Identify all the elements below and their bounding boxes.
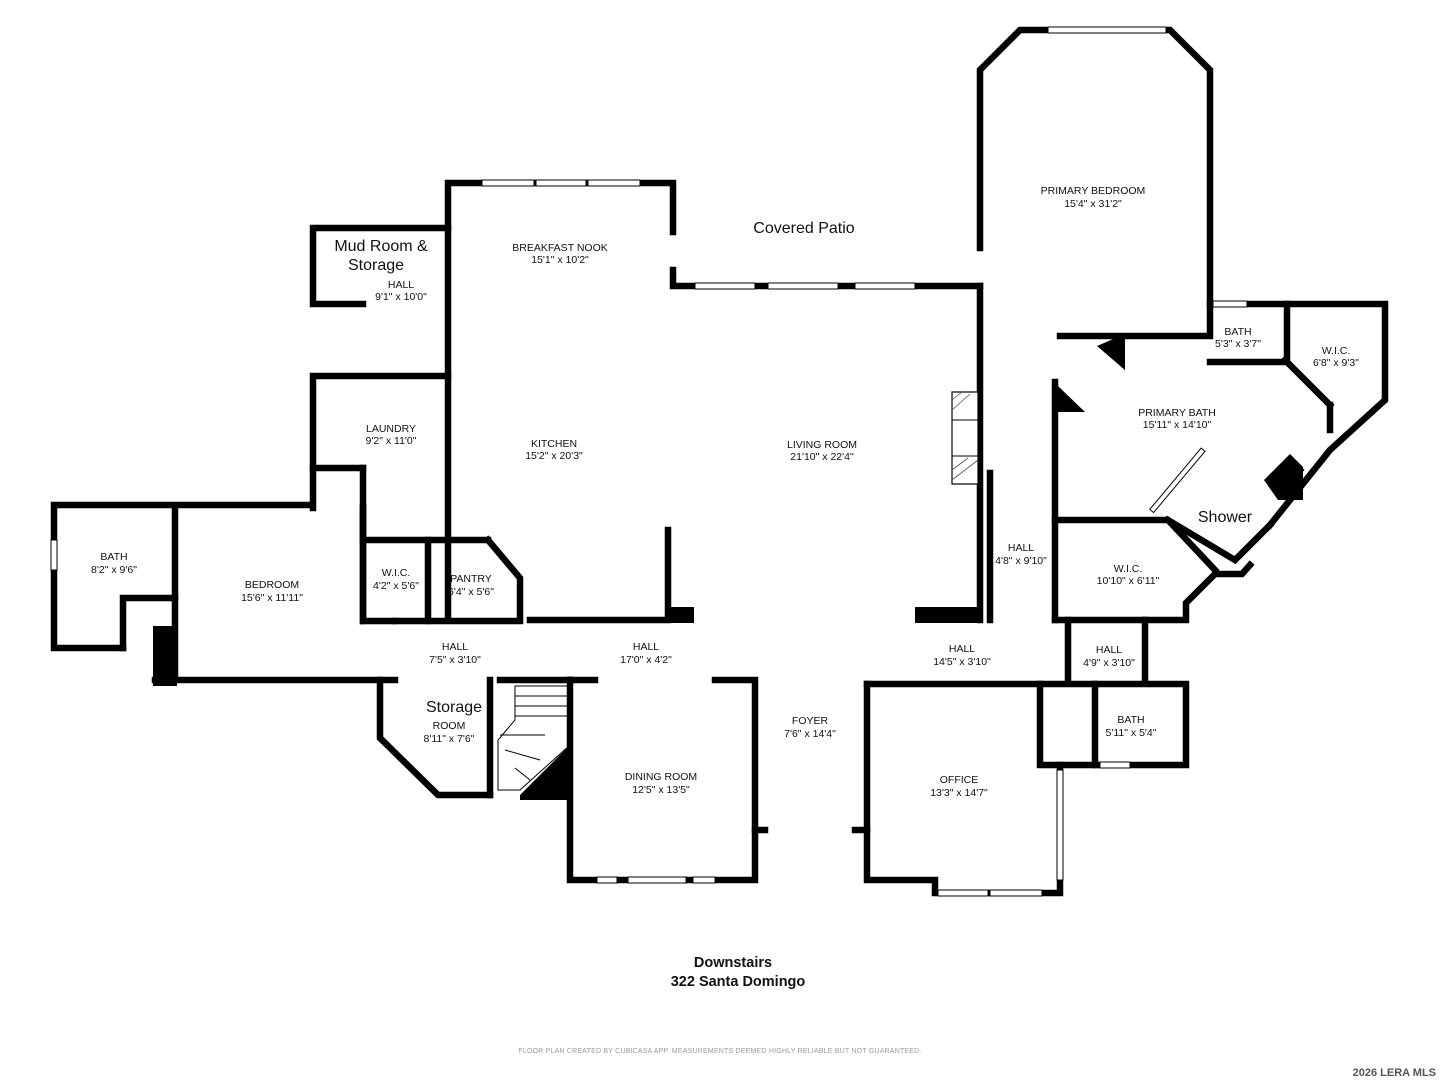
breakfast-nook-dims: 15'1" x 10'2" (531, 254, 589, 266)
wic-primary-1-dims: 6'8" x 9'3" (1313, 357, 1359, 369)
wall-blocks (153, 334, 1303, 800)
hall-d-name: HALL (1096, 644, 1122, 656)
breakfast-nook-name: BREAKFAST NOOK (512, 242, 608, 254)
hall-c-name: HALL (949, 643, 975, 655)
room-labels: Mud Room & Storage Covered Patio BREAKFA… (91, 185, 1359, 799)
bedroom-dims: 15'6" x 11'11" (241, 592, 303, 604)
office-name: OFFICE (940, 774, 979, 786)
covered-patio-label: Covered Patio (753, 220, 854, 237)
laundry-dims: 9'2" x 11'0" (366, 435, 417, 447)
hall-mud-dims: 9'1" x 10'0" (375, 291, 427, 303)
fireplace (951, 391, 979, 485)
shower-label: Shower (1198, 509, 1253, 526)
stairs (497, 685, 571, 791)
foyer-dims: 7'6" x 14'4" (784, 728, 836, 740)
primary-bath-dims: 15'11" x 14'10" (1143, 419, 1212, 431)
foyer-name: FOYER (792, 715, 829, 727)
wic-bedroom-name: W.I.C. (382, 567, 411, 579)
hall-east-dims: 4'8" x 9'10" (995, 555, 1047, 567)
primary-bedroom-dims: 15'4" x 31'2" (1064, 198, 1122, 210)
title-line-2: 322 Santa Domingo (671, 974, 806, 990)
disclaimer: FLOOR PLAN CREATED BY CUBICASA APP. MEAS… (518, 1048, 921, 1055)
bath-small-dims: 5'3" x 3'7" (1215, 338, 1261, 350)
copyright: 2026 LERA MLS (1353, 1067, 1436, 1079)
kitchen-name: KITCHEN (531, 438, 577, 450)
living-room-name: LIVING ROOM (787, 439, 857, 451)
walls (50, 26, 1389, 897)
hall-d-dims: 4'9" x 3'10" (1083, 657, 1135, 669)
mudroom-label-1: Mud Room & (334, 238, 428, 255)
primary-bath-name: PRIMARY BATH (1138, 407, 1216, 419)
living-room-dims: 21'10" x 22'4" (790, 451, 854, 463)
dining-room-name: DINING ROOM (625, 771, 697, 783)
bath-east-name: BATH (1117, 714, 1144, 726)
kitchen-dims: 15'2" x 20'3" (525, 450, 583, 462)
bedroom-name: BEDROOM (245, 579, 299, 591)
storage-room-name: ROOM (433, 720, 466, 732)
wic-primary-2-name: W.I.C. (1114, 563, 1143, 575)
wic-primary-1-name: W.I.C. (1322, 345, 1351, 357)
laundry-name: LAUNDRY (366, 423, 416, 435)
office-dims: 13'3" x 14'7" (930, 787, 988, 799)
primary-bedroom-name: PRIMARY BEDROOM (1041, 185, 1146, 197)
wic-primary-2-dims: 10'10" x 6'11" (1097, 575, 1160, 587)
title-line-1: Downstairs (694, 955, 772, 971)
hall-east-name: HALL (1008, 542, 1034, 554)
pantry-name: PANTRY (450, 573, 492, 585)
hall-b-dims: 17'0" x 4'2" (620, 654, 672, 666)
bath-small-name: BATH (1224, 326, 1251, 338)
hall-a-name: HALL (442, 641, 468, 653)
bath-west-dims: 8'2" x 9'6" (91, 564, 137, 576)
bath-east-dims: 5'11" x 5'4" (1106, 727, 1157, 739)
hall-b-name: HALL (633, 641, 659, 653)
storage-title: Storage (426, 699, 482, 716)
windows (50, 26, 1248, 897)
pantry-dims: 6'4" x 5'6" (448, 586, 494, 598)
mudroom-label-2: Storage (348, 257, 404, 274)
wic-bedroom-dims: 4'2" x 5'6" (373, 580, 419, 592)
bath-west-name: BATH (100, 551, 127, 563)
hall-mud-name: HALL (388, 279, 414, 291)
hall-c-dims: 14'5" x 3'10" (933, 656, 991, 668)
dining-room-dims: 12'5" x 13'5" (632, 784, 690, 796)
hall-a-dims: 7'5" x 3'10" (429, 654, 481, 666)
storage-room-dims: 8'11" x 7'6" (424, 733, 475, 745)
plan-title: Downstairs 322 Santa Domingo (671, 955, 806, 990)
